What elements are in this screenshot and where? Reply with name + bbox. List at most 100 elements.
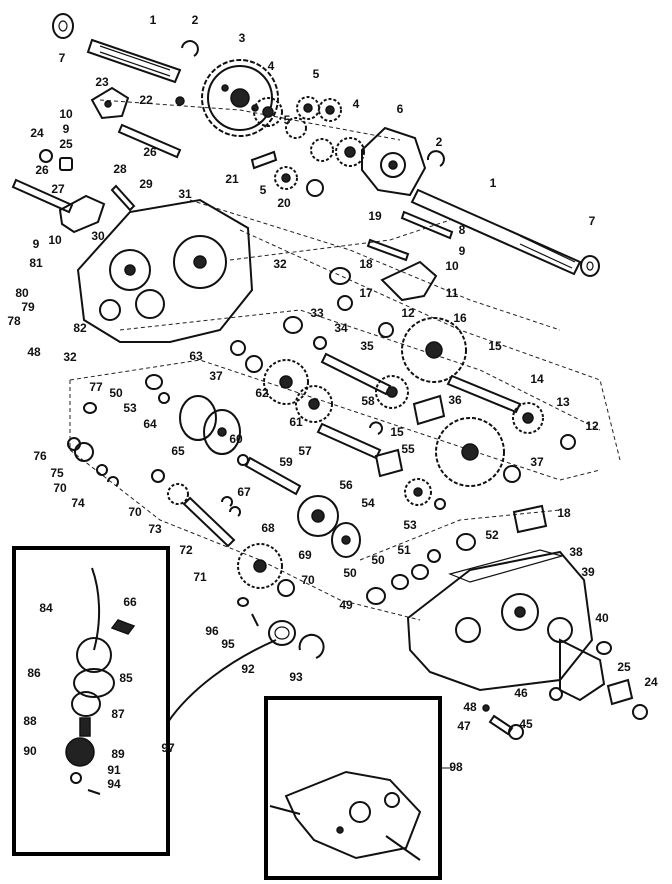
gear-68 <box>297 495 339 537</box>
callout-c23: 23 <box>95 75 109 89</box>
gear-54 <box>404 478 432 506</box>
gear-4-top <box>253 97 283 127</box>
washer-24-left <box>39 149 53 163</box>
callout-c15b: 15 <box>390 425 404 439</box>
callout-c89: 89 <box>111 747 125 761</box>
callout-c30: 30 <box>91 229 105 243</box>
callout-c48a: 48 <box>27 345 41 359</box>
shaft-59 <box>244 456 302 496</box>
washer-37-left <box>245 355 263 373</box>
washer-12-right <box>560 434 576 450</box>
washer-12-top <box>378 322 394 338</box>
bolt-47 <box>488 714 514 736</box>
callout-c20: 20 <box>277 196 291 210</box>
callout-c52: 52 <box>485 528 499 542</box>
callout-c8: 8 <box>459 223 466 237</box>
callout-c22: 22 <box>139 93 153 107</box>
callout-c82: 82 <box>73 321 87 335</box>
callout-c5c: 5 <box>260 183 267 197</box>
callout-c53b: 53 <box>403 518 417 532</box>
callout-c87: 87 <box>111 707 125 721</box>
pin-28 <box>110 184 136 212</box>
callout-c56: 56 <box>339 478 353 492</box>
gear-61 <box>295 385 333 423</box>
gear-58 <box>375 375 409 409</box>
collar-25-right <box>606 678 634 706</box>
callout-c45: 45 <box>519 717 533 731</box>
gear-5-lower <box>274 166 298 190</box>
bushing-50-lower <box>391 574 409 590</box>
callout-c53a: 53 <box>123 401 137 415</box>
callout-c80: 80 <box>15 286 29 300</box>
callout-c74: 74 <box>71 496 85 510</box>
callout-c79: 79 <box>21 300 35 314</box>
callout-c29: 29 <box>139 177 153 191</box>
clip-74 <box>107 476 119 487</box>
callout-c1a: 1 <box>150 13 157 27</box>
callout-c18b: 18 <box>557 506 571 520</box>
washer-70-left <box>96 464 108 476</box>
bushing-17 <box>337 295 353 311</box>
washer-24-right <box>632 704 648 720</box>
callout-c49: 49 <box>339 598 353 612</box>
callout-c15a: 15 <box>488 339 502 353</box>
inset-assembled-transaxle-98 <box>264 696 442 880</box>
callout-c14: 14 <box>530 372 544 386</box>
clips-67 <box>221 496 241 517</box>
callout-c63: 63 <box>189 349 203 363</box>
callout-c19: 19 <box>368 209 382 223</box>
callout-c25a: 25 <box>59 137 73 151</box>
callout-c1b: 1 <box>490 176 497 190</box>
callout-c37a: 37 <box>209 369 223 383</box>
callout-c62: 62 <box>255 386 269 400</box>
plug-77 <box>83 402 97 414</box>
bushing-50-right <box>411 564 429 580</box>
callout-c5a: 5 <box>313 67 320 81</box>
disc-64 <box>179 395 217 441</box>
callout-c85: 85 <box>119 671 133 685</box>
callout-c17: 17 <box>359 286 373 300</box>
callout-c50a: 50 <box>109 386 123 400</box>
callout-c59: 59 <box>279 455 293 469</box>
callout-c10c: 10 <box>445 259 459 273</box>
washer-70-mid <box>151 469 165 483</box>
callout-c94: 94 <box>107 777 121 791</box>
callout-c40: 40 <box>595 611 609 625</box>
callout-c5b: 5 <box>284 113 291 127</box>
callout-c26b: 26 <box>35 163 49 177</box>
shaft-26-left <box>11 178 74 214</box>
bushing-50-left <box>145 374 163 390</box>
washer-51 <box>427 549 441 563</box>
callout-c73: 73 <box>148 522 162 536</box>
callout-c54: 54 <box>361 496 375 510</box>
callout-c32b: 32 <box>63 350 77 364</box>
callout-c7a: 7 <box>59 51 66 65</box>
bushing-52 <box>456 533 476 551</box>
washer-37-right <box>503 465 521 483</box>
pin-95 <box>251 613 259 627</box>
callout-c3: 3 <box>239 31 246 45</box>
sprocket-3 <box>201 59 279 137</box>
callout-c4b: 4 <box>353 97 360 111</box>
callout-c88: 88 <box>23 714 37 728</box>
shaft-72 <box>182 496 236 548</box>
callout-c2b: 2 <box>436 135 443 149</box>
ring-93 <box>298 633 325 659</box>
shaft-57 <box>316 422 382 460</box>
washer-53-left <box>158 392 170 404</box>
bevel-pinion-gears-5 <box>285 96 342 162</box>
callout-c13: 13 <box>556 395 570 409</box>
gear-73 <box>167 483 189 505</box>
inset-shift-assembly-97 <box>12 546 170 856</box>
shaft-8 <box>400 210 454 240</box>
callout-c6: 6 <box>397 102 404 116</box>
callout-c12b: 12 <box>585 419 599 433</box>
washer-34 <box>313 336 327 350</box>
callout-c72: 72 <box>179 543 193 557</box>
callout-c90: 90 <box>23 744 37 758</box>
callout-c67: 67 <box>237 485 251 499</box>
callout-c92: 92 <box>241 662 255 676</box>
gear-62 <box>263 359 309 405</box>
